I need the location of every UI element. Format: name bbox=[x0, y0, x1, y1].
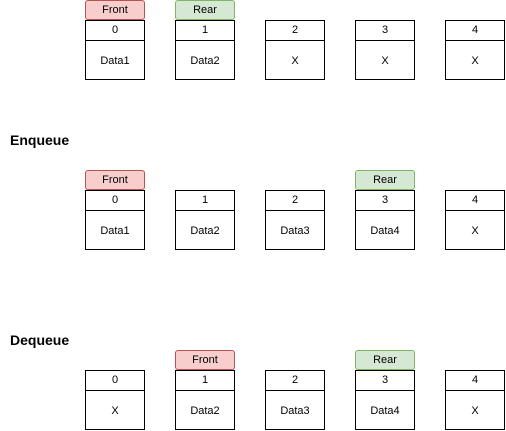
queue-cell: 1 Data2 bbox=[175, 190, 235, 250]
cell-value: X bbox=[111, 405, 119, 417]
cell-value: X bbox=[291, 55, 299, 67]
rear-pointer-tag: Rear bbox=[355, 350, 415, 370]
cell-value: X bbox=[471, 405, 479, 417]
cell-index: 3 bbox=[356, 371, 414, 391]
cell-value: Data2 bbox=[190, 225, 220, 237]
queue-cell: 0 X bbox=[85, 370, 145, 430]
queue-enqueue: Enqueue Front Rear 0 Data1 1 Data2 2 Dat… bbox=[0, 130, 506, 260]
cell-index: 4 bbox=[446, 21, 504, 41]
cell-index: 2 bbox=[266, 21, 324, 41]
section-title: Dequeue bbox=[10, 332, 70, 348]
cell-index: 0 bbox=[86, 21, 144, 41]
cell-index: 4 bbox=[446, 191, 504, 211]
queue-cell: 3 X bbox=[355, 20, 415, 80]
cell-value: Data4 bbox=[370, 405, 400, 417]
front-pointer-tag: Front bbox=[85, 170, 145, 190]
queue-cell: 2 Data3 bbox=[265, 190, 325, 250]
cell-index: 3 bbox=[356, 21, 414, 41]
queue-cell: 0 Data1 bbox=[85, 190, 145, 250]
cell-value: Data1 bbox=[100, 225, 130, 237]
queue-cell: 4 X bbox=[445, 370, 505, 430]
queue-cell: 4 X bbox=[445, 190, 505, 250]
front-pointer-tag: Front bbox=[175, 350, 235, 370]
cell-index: 1 bbox=[176, 371, 234, 391]
queue-dequeue: Dequeue Front Rear 0 X 1 Data2 2 Data3 3… bbox=[0, 330, 506, 431]
cell-value: X bbox=[471, 225, 479, 237]
cell-value: Data1 bbox=[100, 55, 130, 67]
cell-index: 0 bbox=[86, 371, 144, 391]
queue-initial: Front Rear 0 Data1 1 Data2 2 X 3 X 4 X bbox=[0, 0, 506, 90]
queue-cell: 2 Data3 bbox=[265, 370, 325, 430]
cell-index: 1 bbox=[176, 191, 234, 211]
cell-index: 2 bbox=[266, 191, 324, 211]
queue-cell: 4 X bbox=[445, 20, 505, 80]
cell-value: Data3 bbox=[280, 405, 310, 417]
front-pointer-tag: Front bbox=[85, 0, 145, 20]
cell-index: 0 bbox=[86, 191, 144, 211]
queue-cell: 3 Data4 bbox=[355, 370, 415, 430]
cell-index: 1 bbox=[176, 21, 234, 41]
cell-index: 4 bbox=[446, 371, 504, 391]
cell-value: X bbox=[381, 55, 389, 67]
rear-pointer-tag: Rear bbox=[175, 0, 235, 20]
queue-cell: 1 Data2 bbox=[175, 370, 235, 430]
queue-cell: 1 Data2 bbox=[175, 20, 235, 80]
rear-pointer-tag: Rear bbox=[355, 170, 415, 190]
cell-value: Data2 bbox=[190, 405, 220, 417]
cell-value: Data2 bbox=[190, 55, 220, 67]
queue-cell: 2 X bbox=[265, 20, 325, 80]
cell-value: X bbox=[471, 55, 479, 67]
queue-cell: 0 Data1 bbox=[85, 20, 145, 80]
section-title: Enqueue bbox=[10, 132, 70, 148]
cell-value: Data4 bbox=[370, 225, 400, 237]
cell-value: Data3 bbox=[280, 225, 310, 237]
cell-index: 2 bbox=[266, 371, 324, 391]
queue-cell: 3 Data4 bbox=[355, 190, 415, 250]
cell-index: 3 bbox=[356, 191, 414, 211]
